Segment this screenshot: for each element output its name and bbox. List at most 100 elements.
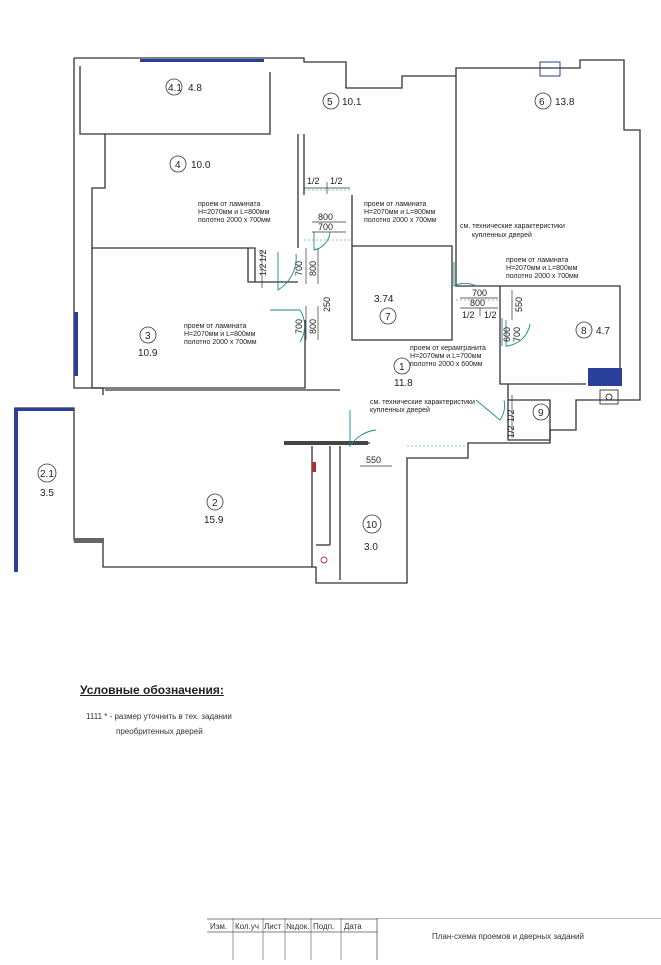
doors [270,231,531,448]
window [539,61,561,77]
dim-700: 700 [472,288,487,298]
dim-700: 700 [318,222,333,232]
note-lam-d-1: проем от ламината [506,257,569,264]
window [14,408,18,572]
room-2-area: 15.9 [204,515,224,526]
stamp-list: Лист [264,922,282,931]
stamp-ndok: №док. [286,922,310,931]
door [475,399,505,421]
room-4-area: 10.0 [191,160,211,171]
dim-550-v: 550 [514,297,524,312]
note-lam-d-3: полотно 2000 х 700мм [506,273,579,280]
dimension-texts: 1/2 1/2 800 700 700 800 1/2 1/2 700 800 … [258,176,524,465]
door [349,410,377,448]
note-ceramic-1: проем от керамгранита [410,345,486,352]
title-block: Изм. Кол.уч Лист №док. Подп. Дата План-с… [207,917,661,960]
drain-icon [320,556,328,564]
room-8-number: 8 [581,326,587,337]
dim-800-v: 800 [308,319,318,334]
dim-half: 1/2 [307,176,320,186]
stamp-izm: Изм. [210,922,228,931]
dim-half: 1/2 [462,310,475,320]
door-notes: проем от ламината H=2070мм и L=800мм пол… [184,201,579,414]
note-lam-c-3: полотно 2000 х 700мм [184,339,257,346]
window [588,368,622,386]
room-circle [37,463,57,483]
dim-250-v: 250 [322,297,332,312]
room-4.1-area: 4.8 [188,83,202,94]
door [277,252,297,291]
room-circle [393,357,411,375]
stamp-data: Дата [344,922,362,931]
room-circle [139,326,157,344]
room-circle [206,493,224,511]
stamp-title: План-схема проемов и дверных заданий [432,932,584,941]
note-lam-b-3: полотно 2000 х 700мм [364,217,437,224]
note-lam-a-2: H=2070мм и L=800мм [198,209,270,216]
room-4-number: 4 [175,160,181,171]
room-7-area: 3.74 [374,294,394,305]
note-lam-b-1: проем от ламината [364,201,427,208]
windows [14,59,622,572]
dim-800-v: 800 [308,261,318,276]
room-circle [165,78,183,96]
room-6-area: 13.8 [555,97,575,108]
room-2.1-number: 2.1 [40,469,54,480]
note-spec-b-2: купленных дверей [370,406,430,414]
dim-half-v: 1/2 [258,263,268,276]
dimension-lines [261,182,513,467]
room-circle [379,307,397,325]
room-10-area: 3.0 [364,542,378,553]
window [74,312,78,376]
room-2.1-area: 3.5 [40,488,54,499]
room-1-area: 11.8 [394,378,413,389]
legend-line-1: 1111 * - размер уточнить в тех. задании [86,712,232,721]
note-lam-b-2: H=2070мм и L=800мм [364,209,436,216]
room-labels: 4.1 4.8 5 10.1 6 13.8 4 10.0 3 10.9 7 3.… [40,83,610,553]
room-circle [322,92,340,110]
fixtures [320,389,619,564]
note-spec-a-1: см. технические характеристики [460,223,565,230]
dim-700-v: 700 [294,319,304,334]
dim-700-v: 700 [512,327,522,342]
note-ceramic-3: полотно 2000 х 600мм [410,361,483,368]
note-ceramic-2: H=2070мм и L=700мм [410,353,482,360]
room-circle [169,155,187,173]
room-2-number: 2 [212,498,218,509]
legend-line-2: преобритенных дверей [116,727,203,736]
room-5-area: 10.1 [342,97,362,108]
door [505,320,531,347]
note-spec-b-1: см. технические характеристики [370,399,475,406]
room-10-number: 10 [366,520,378,531]
room-4.1-number: 4.1 [168,83,182,94]
door [313,231,331,251]
door-lines [304,189,500,447]
room-circle [362,514,382,534]
dim-half-v: 1/2 [258,249,268,262]
note-lam-c-1: проем от ламината [184,323,247,330]
room-3-area: 10.9 [138,348,158,359]
note-lam-d-2: H=2070мм и L=800мм [506,265,578,272]
room-1-number: 1 [399,362,405,373]
room-6-number: 6 [539,97,545,108]
room-7-number: 7 [385,312,391,323]
dim-half-v: 1/2 [506,409,516,422]
room-markers [37,78,593,534]
dim-half: 1/2 [330,176,343,186]
door [453,262,477,287]
room-9-number: 9 [538,408,544,419]
title-block-grid [207,917,661,960]
room-3-number: 3 [145,331,151,342]
room-circle [532,403,550,421]
dim-half: 1/2 [484,310,497,320]
door [270,309,306,343]
stamp-kol: Кол.уч [235,922,259,931]
note-lam-c-2: H=2070мм и L=800мм [184,331,256,338]
room-8-area: 4.7 [596,326,610,337]
sink-icon [599,389,619,405]
sink-bowl-icon [605,393,613,401]
stamp-podp: Подп. [313,922,335,931]
room-circle [575,321,593,339]
dim-550: 550 [366,455,381,465]
